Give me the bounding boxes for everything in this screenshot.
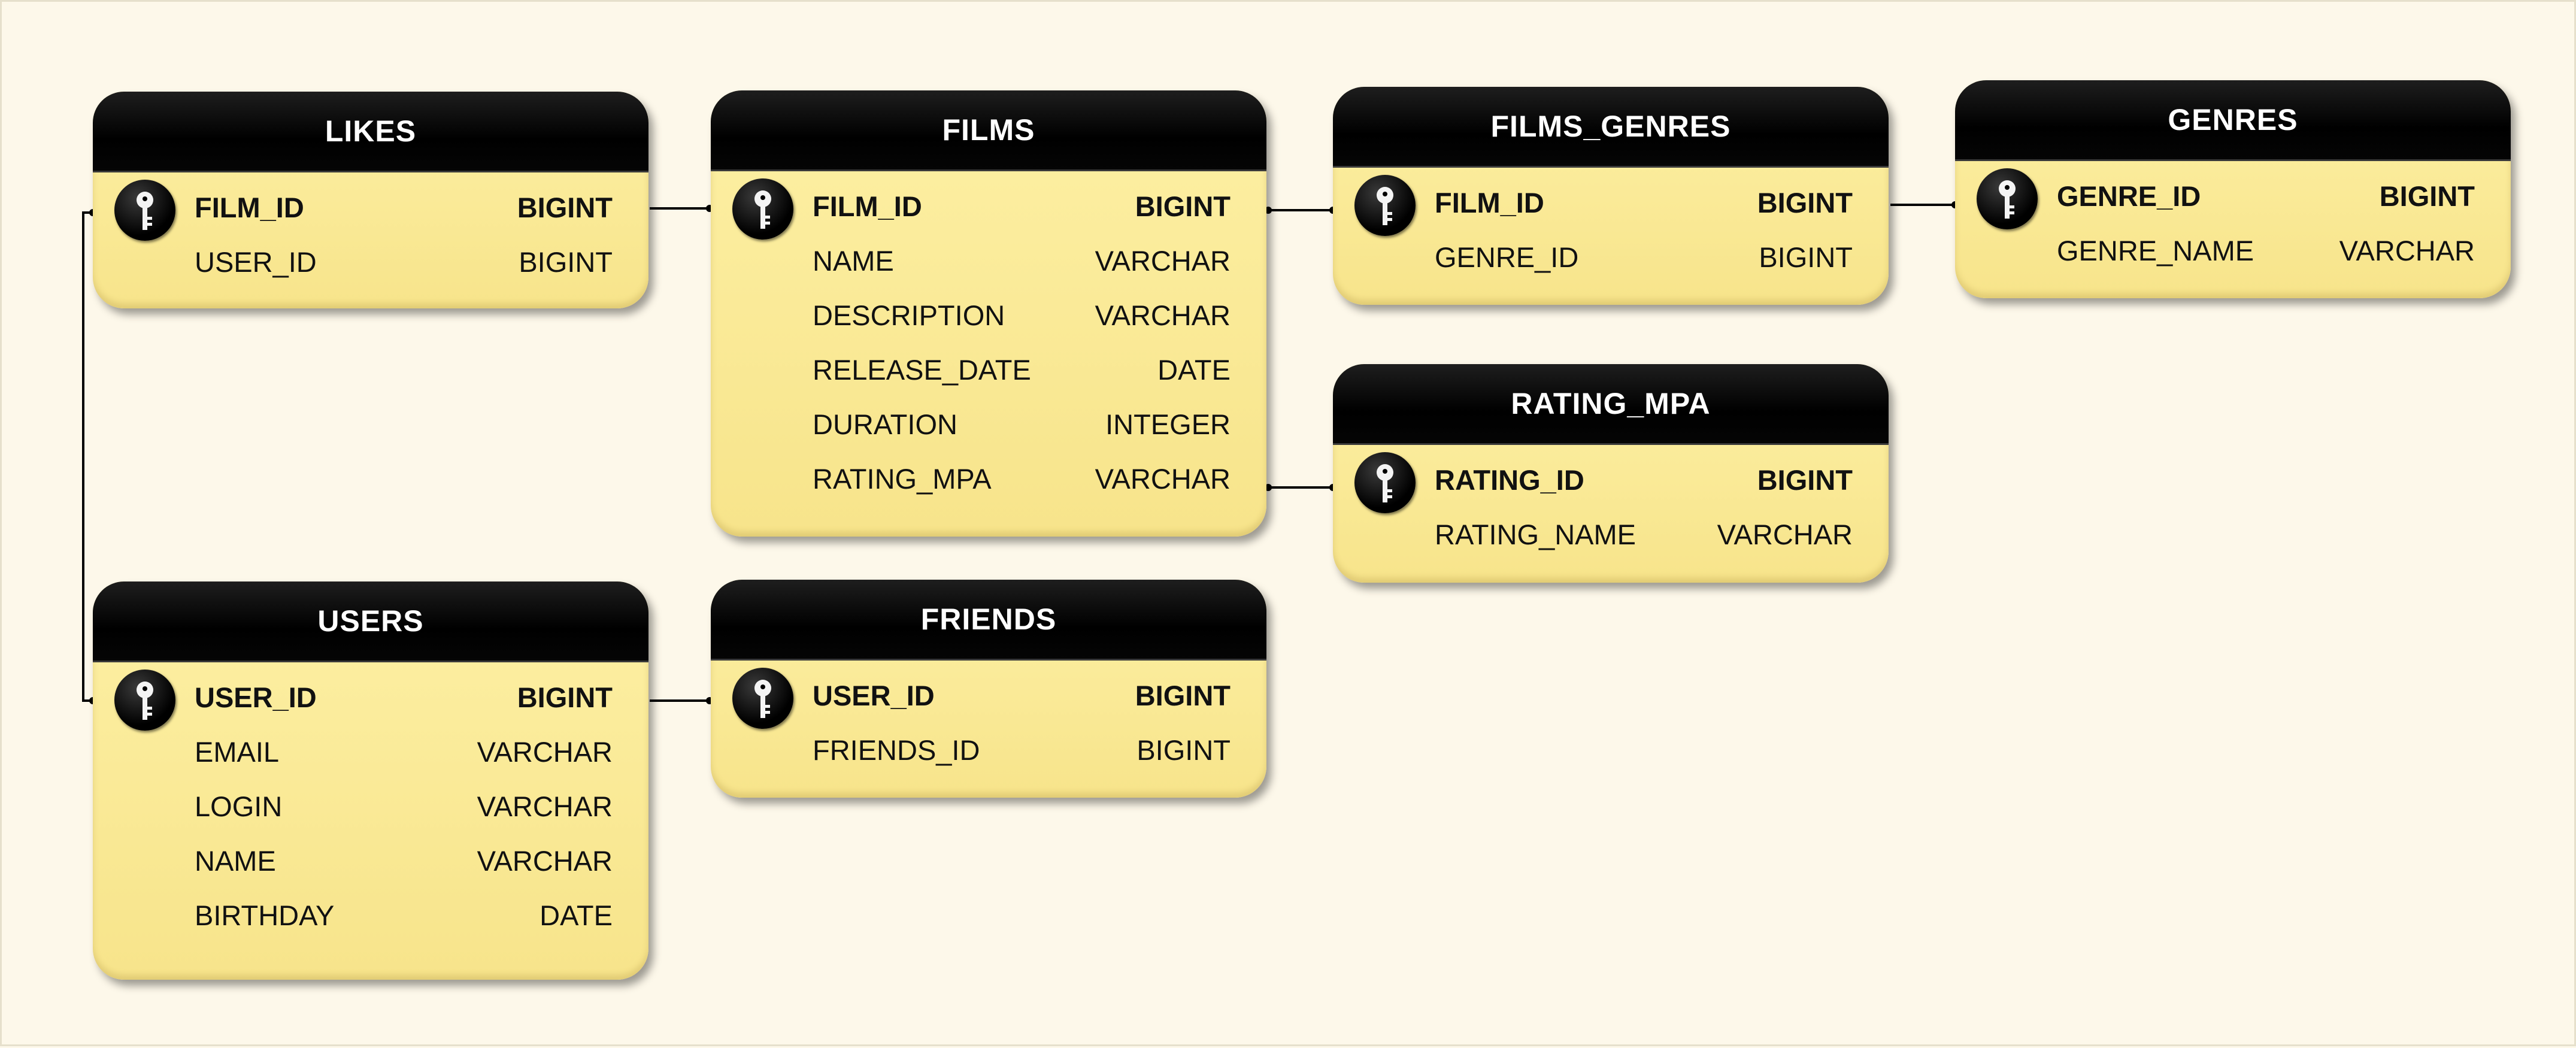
table-rating-mpa[interactable]: RATING_MPA RATING_ID BIGINT RATING_NAME … bbox=[1333, 364, 1889, 583]
table-title: GENRES bbox=[1955, 80, 2511, 161]
field-name: RATING_NAME bbox=[1435, 519, 1636, 550]
field-type: BIGINT bbox=[1135, 680, 1231, 711]
field-row: USER_ID BIGINT bbox=[93, 667, 648, 731]
field-type: BIGINT bbox=[1137, 734, 1231, 766]
table-title: FILMS_GENRES bbox=[1333, 87, 1889, 168]
primary-key-icon bbox=[1354, 452, 1416, 513]
table-title: USERS bbox=[93, 581, 648, 662]
field-row: RATING_MPA VARCHAR bbox=[711, 449, 1266, 503]
table-friends[interactable]: FRIENDS USER_ID BIGINT FRIENDS_ID BIGINT bbox=[711, 580, 1266, 798]
field-row: NAME VARCHAR bbox=[93, 831, 648, 885]
field-row: RATING_ID BIGINT bbox=[1333, 450, 1889, 513]
field-row: FILM_ID BIGINT bbox=[93, 177, 648, 241]
field-type: INTEGER bbox=[1105, 408, 1231, 440]
field-name: NAME bbox=[195, 845, 276, 877]
field-name: USER_ID bbox=[813, 680, 935, 711]
field-type: BIGINT bbox=[2379, 180, 2475, 212]
field-row: GENRE_ID BIGINT bbox=[1333, 227, 1889, 281]
primary-key-icon bbox=[1977, 168, 2038, 229]
field-row: GENRE_NAME VARCHAR bbox=[1955, 220, 2511, 275]
table-users[interactable]: USERS USER_ID BIGINT EMAIL VARCHAR LOGIN… bbox=[93, 581, 648, 980]
field-type: VARCHAR bbox=[1095, 299, 1231, 331]
connector-likes-users bbox=[82, 211, 93, 702]
field-name: FILM_ID bbox=[195, 192, 304, 223]
field-row: FILM_ID BIGINT bbox=[1333, 172, 1889, 236]
field-name: BIRTHDAY bbox=[195, 899, 335, 931]
field-type: VARCHAR bbox=[1717, 519, 1853, 550]
table-films[interactable]: FILMS FILM_ID BIGINT NAME VARCHAR DESCRI… bbox=[711, 90, 1266, 537]
table-films-genres[interactable]: FILMS_GENRES FILM_ID BIGINT GENRE_ID BIG… bbox=[1333, 87, 1889, 305]
field-name: RATING_MPA bbox=[813, 463, 992, 495]
field-name: USER_ID bbox=[195, 681, 317, 713]
field-name: NAME bbox=[813, 245, 894, 277]
primary-key-icon bbox=[114, 670, 175, 731]
field-name: GENRE_ID bbox=[1435, 241, 1579, 273]
field-type: BIGINT bbox=[1757, 464, 1853, 496]
field-row: EMAIL VARCHAR bbox=[93, 722, 648, 776]
field-type: VARCHAR bbox=[477, 736, 613, 768]
field-name: USER_ID bbox=[195, 246, 317, 278]
field-type: BIGINT bbox=[519, 246, 613, 278]
field-name: RATING_ID bbox=[1435, 464, 1584, 496]
primary-key-icon bbox=[732, 178, 793, 240]
field-row: BIRTHDAY DATE bbox=[93, 885, 648, 940]
field-row: LOGIN VARCHAR bbox=[93, 776, 648, 831]
field-row: FRIENDS_ID BIGINT bbox=[711, 720, 1266, 774]
primary-key-icon bbox=[1354, 175, 1416, 236]
field-row: NAME VARCHAR bbox=[711, 231, 1266, 285]
field-type: BIGINT bbox=[1757, 187, 1853, 219]
field-row: DURATION INTEGER bbox=[711, 394, 1266, 449]
field-row: GENRE_ID BIGINT bbox=[1955, 166, 2511, 229]
field-row: DESCRIPTION VARCHAR bbox=[711, 285, 1266, 340]
field-row: RATING_NAME VARCHAR bbox=[1333, 504, 1889, 559]
table-likes[interactable]: LIKES FILM_ID BIGINT USER_ID BIGINT bbox=[93, 92, 648, 308]
table-title: RATING_MPA bbox=[1333, 364, 1889, 445]
field-row: USER_ID BIGINT bbox=[93, 232, 648, 286]
field-type: BIGINT bbox=[1759, 241, 1853, 273]
field-name: DESCRIPTION bbox=[813, 299, 1005, 331]
field-type: VARCHAR bbox=[1095, 463, 1231, 495]
field-row: FILM_ID BIGINT bbox=[711, 176, 1266, 240]
field-type: BIGINT bbox=[517, 192, 613, 223]
field-name: FRIENDS_ID bbox=[813, 734, 980, 766]
field-type: DATE bbox=[1157, 354, 1231, 386]
field-name: GENRE_ID bbox=[2057, 180, 2201, 212]
primary-key-icon bbox=[114, 180, 175, 241]
field-name: EMAIL bbox=[195, 736, 280, 768]
table-title: FRIENDS bbox=[711, 580, 1266, 661]
primary-key-icon bbox=[732, 668, 793, 729]
field-name: DURATION bbox=[813, 408, 957, 440]
field-name: FILM_ID bbox=[813, 190, 922, 222]
field-row: RELEASE_DATE DATE bbox=[711, 340, 1266, 394]
field-name: LOGIN bbox=[195, 790, 283, 822]
table-genres[interactable]: GENRES GENRE_ID BIGINT GENRE_NAME VARCHA… bbox=[1955, 80, 2511, 298]
field-name: RELEASE_DATE bbox=[813, 354, 1031, 386]
field-name: FILM_ID bbox=[1435, 187, 1544, 219]
field-type: BIGINT bbox=[517, 681, 613, 713]
table-title: LIKES bbox=[93, 92, 648, 172]
table-title: FILMS bbox=[711, 90, 1266, 171]
field-type: BIGINT bbox=[1135, 190, 1231, 222]
field-row: USER_ID BIGINT bbox=[711, 665, 1266, 729]
field-type: DATE bbox=[540, 899, 613, 931]
field-type: VARCHAR bbox=[477, 845, 613, 877]
field-type: VARCHAR bbox=[1095, 245, 1231, 277]
field-type: VARCHAR bbox=[2339, 235, 2475, 266]
field-name: GENRE_NAME bbox=[2057, 235, 2254, 266]
field-type: VARCHAR bbox=[477, 790, 613, 822]
